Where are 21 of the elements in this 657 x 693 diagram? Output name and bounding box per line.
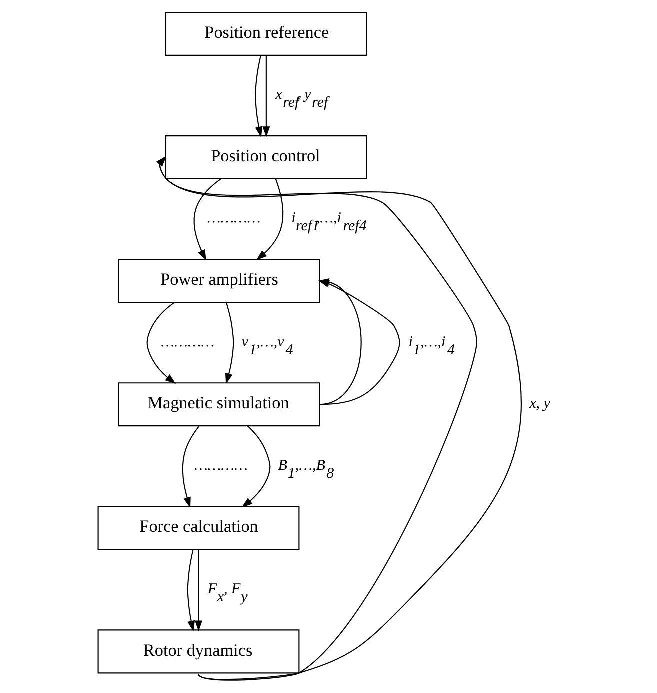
arrow xyxy=(194,550,202,632)
arrow xyxy=(318,280,400,406)
arrow xyxy=(224,302,234,384)
node-box: Magnetic simulation xyxy=(118,382,320,427)
node-box: Position control xyxy=(164,136,367,180)
arrow xyxy=(254,55,262,138)
node-box: Rotor dynamics xyxy=(97,630,300,674)
node-box: Force calculation xyxy=(97,506,300,550)
edge-label: ………… xyxy=(206,210,260,227)
arrow xyxy=(186,550,195,632)
arrow xyxy=(193,178,221,261)
arrow xyxy=(146,302,176,384)
node-box: Position reference xyxy=(164,12,367,56)
edge-label: ………… xyxy=(160,334,214,350)
arrow xyxy=(182,426,200,508)
arrow xyxy=(241,426,270,508)
arrow xyxy=(256,178,284,260)
edge-label: x, y xyxy=(529,396,550,412)
arrow xyxy=(262,56,270,138)
node-box: Power amplifiers xyxy=(118,259,320,304)
edge-label: ………… xyxy=(194,458,248,474)
